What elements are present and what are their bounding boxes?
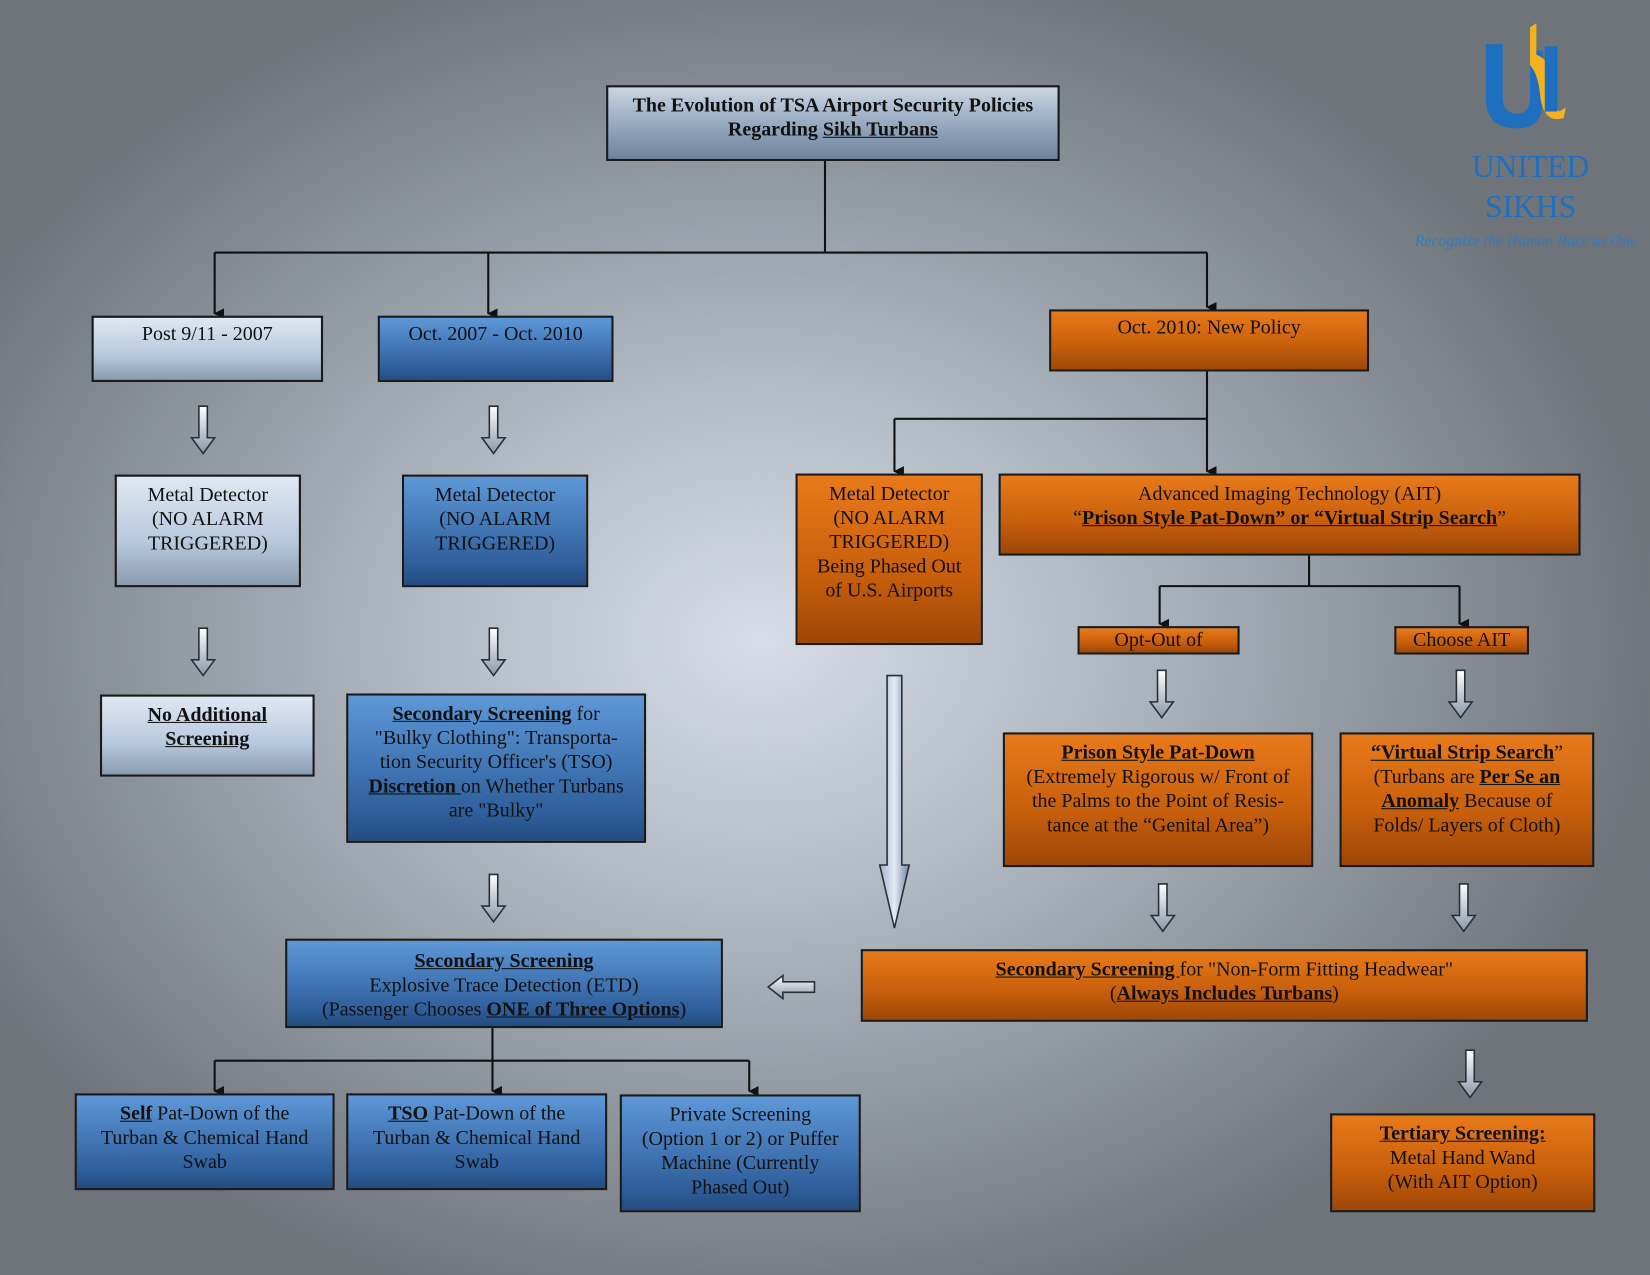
- down-arrow-icon: [480, 627, 507, 677]
- ait-box: Advanced Imaging Technology (AIT) “Priso…: [998, 473, 1581, 556]
- tertiary-screening-box: Tertiary Screening: Metal Hand Wand (Wit…: [1330, 1113, 1596, 1213]
- period-2007-2010: Oct. 2007 - Oct. 2010: [377, 315, 614, 382]
- down-arrow-icon: [480, 873, 507, 924]
- prison-patdown-box: Prison Style Pat-Down (Extremely Rigorou…: [1002, 732, 1314, 868]
- down-arrow-icon: [189, 627, 217, 677]
- down-arrow-icon: [1450, 883, 1477, 933]
- no-additional-screening: No Additional Screening: [99, 694, 315, 777]
- bulky-clothing-screening: Secondary Screening for "Bulky Clothing"…: [346, 693, 647, 843]
- chart-title: The Evolution of TSA Airport Security Po…: [606, 85, 1060, 162]
- united-sikhs-logo-icon: [1485, 23, 1566, 129]
- option-private-screening: Private Screening (Option 1 or 2) or Puf…: [619, 1094, 861, 1213]
- col3-metal-detector: Metal Detector (NO ALARM TRIGGERED) Bein…: [795, 473, 983, 646]
- down-arrow-icon: [189, 405, 217, 455]
- logo-tagline: Recognize the Human Race as One: [1414, 233, 1637, 251]
- headwear-screening-box: Secondary Screening for "Non-Form Fittin…: [860, 949, 1588, 1022]
- logo-text-united: UNITED: [1471, 149, 1590, 185]
- option-self-patdown: Self Pat-Down of the Turban & Chemical H…: [74, 1093, 335, 1191]
- opt-out-label: Opt-Out of: [1077, 626, 1240, 655]
- big-down-arrow: [878, 674, 911, 929]
- period-oct-2010: Oct. 2010: New Policy: [1049, 309, 1370, 372]
- col1-metal-detector: Metal Detector (NO ALARM TRIGGERED): [114, 474, 301, 588]
- option-tso-patdown: TSO Pat-Down of the Turban & Chemical Ha…: [346, 1093, 608, 1191]
- col2-metal-detector: Metal Detector (NO ALARM TRIGGERED): [401, 474, 589, 588]
- period-post-911: Post 9/11 - 2007: [91, 315, 324, 382]
- down-arrow-icon: [1149, 883, 1176, 933]
- logo-text-sikhs: SIKHS: [1484, 189, 1577, 225]
- etd-screening: Secondary Screening Explosive Trace Dete…: [285, 938, 723, 1029]
- virtual-strip-search-box: “Virtual Strip Search” (Turbans are Per …: [1339, 732, 1595, 868]
- down-arrow-icon: [1447, 669, 1474, 720]
- down-arrow-icon: [1456, 1049, 1484, 1099]
- down-arrow-icon: [480, 405, 507, 455]
- choose-ait-label: Choose AIT: [1394, 626, 1529, 655]
- left-arrow: [766, 973, 816, 1001]
- down-arrow-icon: [1148, 669, 1175, 720]
